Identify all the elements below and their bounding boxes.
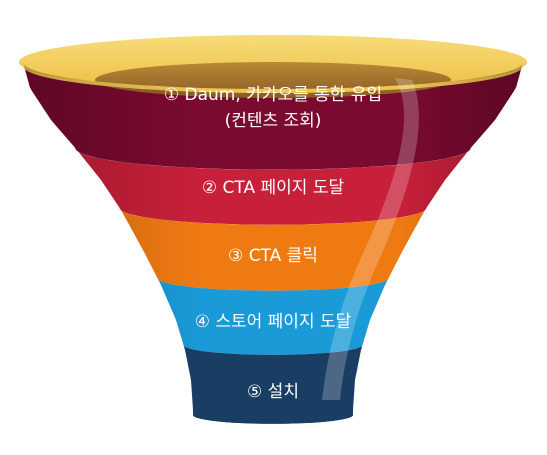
funnel-stage-3-label: ③ CTA 클릭: [228, 246, 318, 266]
funnel-labels: ① Daum, 카카오를 통한 유입 (컨텐츠 조회) ② CTA 페이지 도달 ③ …: [164, 85, 382, 402]
funnel-stage-2-label: ② CTA 페이지 도달: [202, 178, 345, 198]
funnel-stage-5-label: ⑤ 설치: [247, 382, 299, 402]
funnel-shading: [23, 62, 523, 424]
funnel-stage-4-label: ④ 스토어 페이지 도달: [195, 312, 352, 332]
funnel-stage-1-label-line-2: (컨텐츠 조회): [225, 111, 322, 131]
funnel-side-shade: [23, 62, 523, 424]
funnel-stage-1-label-line-1: ① Daum, 카카오를 통한 유입: [164, 85, 382, 105]
funnel-highlight: [322, 78, 419, 400]
